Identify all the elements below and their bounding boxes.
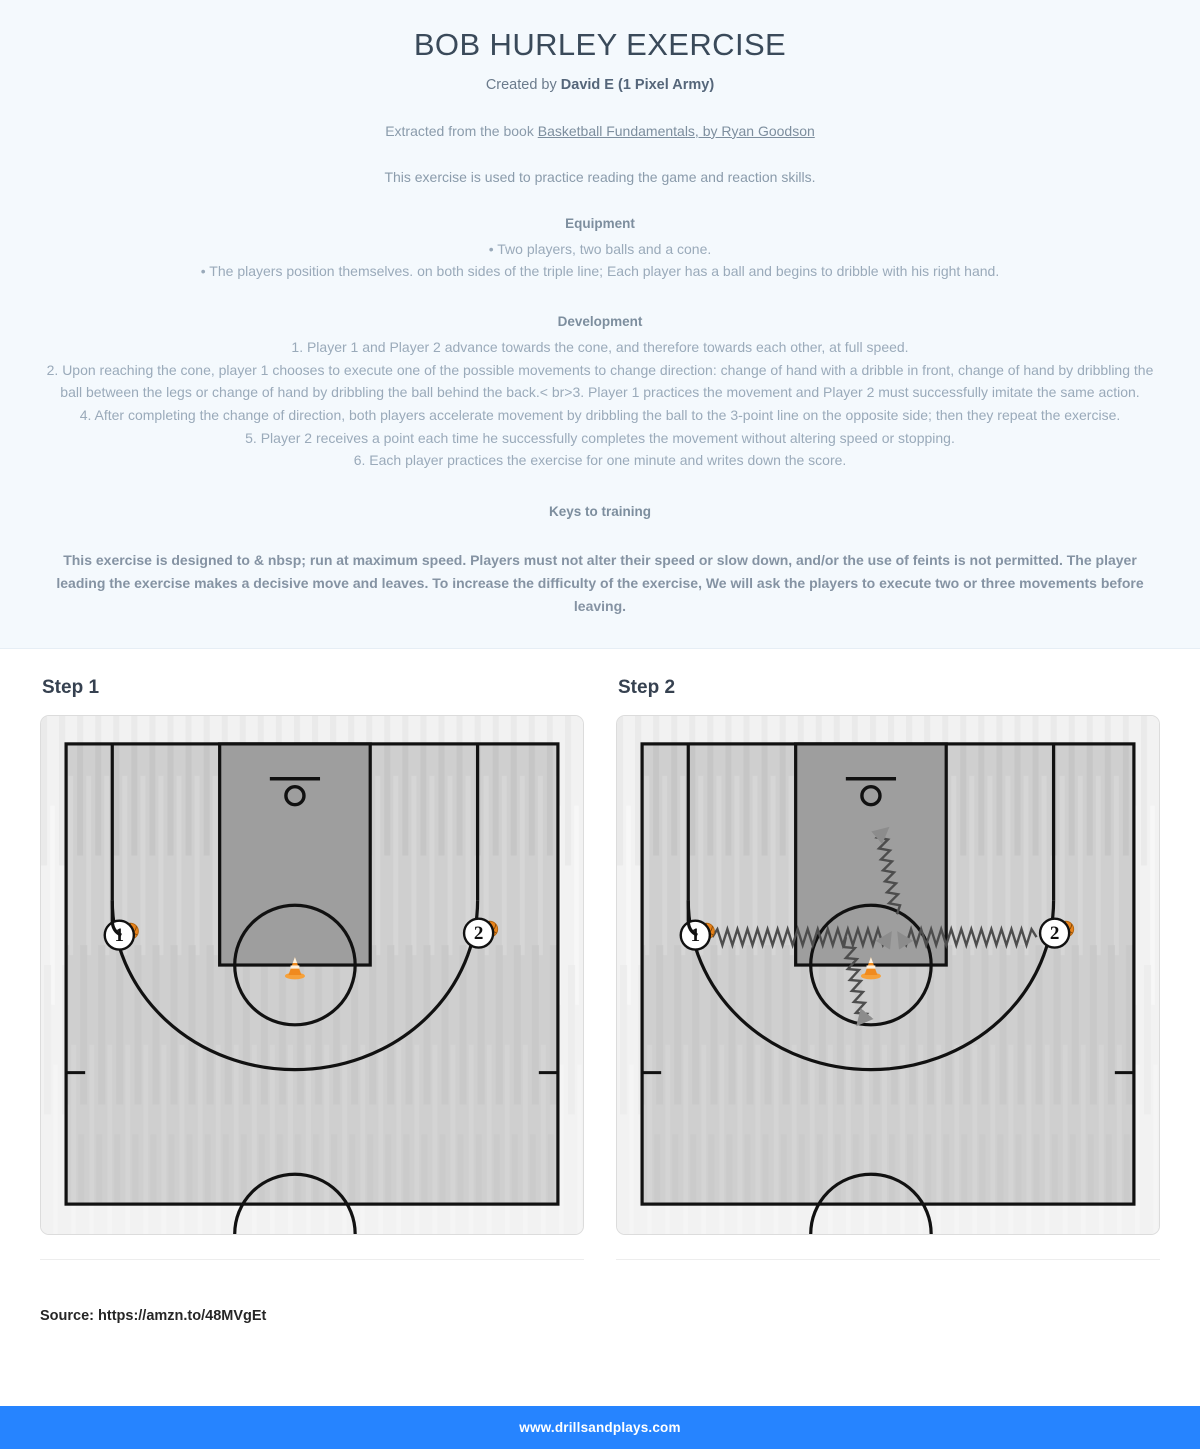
cone-icon (284, 956, 305, 979)
player-marker-2: 2 (462, 917, 499, 949)
created-by-line: Created by David E (1 Pixel Army) (28, 77, 1172, 93)
keys-to-training-heading: Keys to training (548, 504, 651, 520)
basketball-court-diagram-step-1: 1 2 (41, 715, 583, 1234)
player-1-route (110, 899, 123, 937)
dribble-line-cone-to-lower-right (842, 936, 874, 1026)
step-2-court-card[interactable]: 1 2 (616, 714, 1160, 1235)
equipment-line: • The players position themselves. on bo… (200, 263, 1000, 280)
dribble-movement-lines (711, 826, 1038, 1026)
source-label[interactable]: Source: https://amzn.to/48MVgEt (40, 1307, 267, 1324)
step-2-divider (616, 1258, 1160, 1260)
court-lines (64, 741, 560, 1234)
dribble-line-player-2-to-cone (897, 924, 1038, 950)
player-1-route (686, 899, 699, 937)
court-lines (640, 741, 1136, 1234)
development-line: 4. After completing the change of direct… (79, 407, 1121, 424)
dribble-line-player-1-to-cone (711, 924, 892, 950)
extracted-prefix: Extracted from the book (385, 122, 538, 139)
development-line: 1. Player 1 and Player 2 advance towards… (291, 339, 909, 356)
site-footer: www.drillsandplays.com (0, 1406, 1200, 1449)
step-1-column: Step 1 (40, 677, 584, 1260)
book-link[interactable]: Basketball Fundamentals, by Ryan Goodson (537, 122, 815, 139)
created-by-prefix: Created by (485, 76, 561, 93)
hoop-icon (284, 784, 306, 806)
basketball-court-diagram-step-2: 1 2 (617, 715, 1159, 1234)
equipment-heading: Equipment (565, 215, 635, 231)
player-number-label: 2 (474, 923, 484, 944)
footer-site-url[interactable]: www.drillsandplays.com (519, 1420, 681, 1435)
step-2-title: Step 2 (618, 676, 676, 698)
step-1-title: Step 1 (42, 676, 100, 698)
step-2-column: Step 2 (616, 677, 1160, 1260)
keys-to-training-body: This exercise is designed to & nbsp; run… (56, 552, 1144, 614)
development-heading: Development (557, 314, 643, 330)
step-1-court-card[interactable]: 1 2 (40, 714, 584, 1235)
extracted-from-line: Extracted from the book Basketball Funda… (28, 123, 1172, 139)
development-line: 6. Each player practices the exercise fo… (353, 452, 847, 469)
steps-container: Step 1 (0, 648, 1200, 1260)
cone-icon (860, 956, 881, 979)
development-line: 5. Player 2 receives a point each time h… (245, 429, 955, 446)
player-marker-2: 2 (1038, 917, 1075, 949)
created-by-author: David E (1 Pixel Army) (560, 76, 715, 93)
dribble-line-cone-to-upper-left (871, 826, 902, 915)
development-line: 2. Upon reaching the cone, player 1 choo… (46, 361, 1154, 401)
player-number-label: 2 (1050, 923, 1060, 944)
hoop-icon (860, 784, 882, 806)
exercise-header: BOB HURLEY EXERCISE Created by David E (… (0, 0, 1200, 649)
step-1-divider (40, 1258, 584, 1260)
intro-text: This exercise is used to practice readin… (384, 168, 816, 185)
page-title: BOB HURLEY EXERCISE (413, 27, 787, 62)
equipment-line: • Two players, two balls and a cone. (488, 240, 712, 257)
